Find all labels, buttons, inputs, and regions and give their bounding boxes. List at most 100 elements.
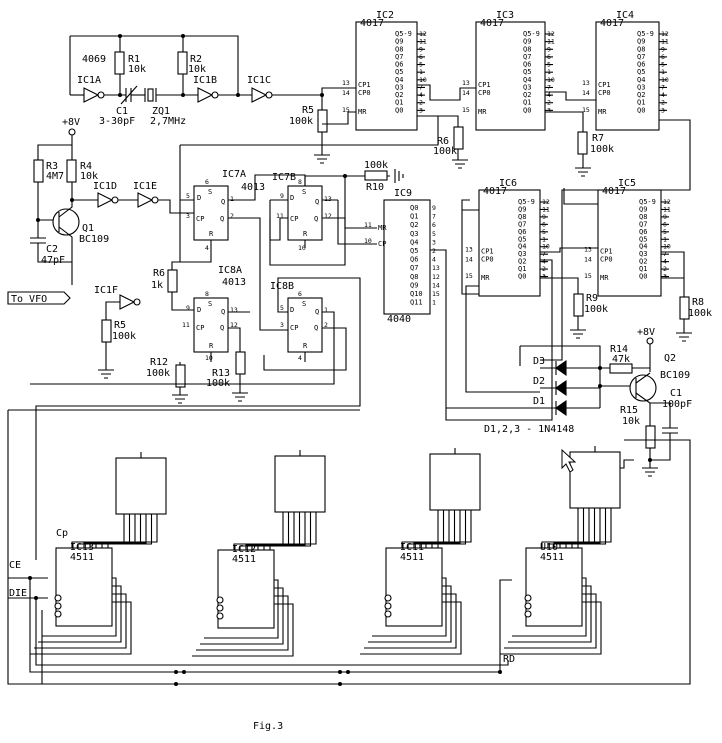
ic8a-cp: CP xyxy=(196,324,204,332)
ic3-pin-q2: Q2 xyxy=(523,91,531,99)
seven-segment-display-2 xyxy=(274,450,326,536)
ic1f-label: IC1F xyxy=(94,285,118,296)
ic8b-s: S xyxy=(302,300,306,308)
ic2-pin-q5-9: Q5-9 xyxy=(395,30,412,38)
ic6-mr: MR xyxy=(481,274,490,282)
ic2-part: 4017 xyxy=(360,18,384,29)
svg-text:10: 10 xyxy=(364,237,372,245)
crystal-zq1 xyxy=(147,88,154,102)
ic7a-part: 4013 xyxy=(241,182,265,193)
ic4-pin-q6: Q6 xyxy=(637,61,645,69)
ic3-pin-q8: Q8 xyxy=(523,45,531,53)
inverter-ic1f xyxy=(119,294,136,310)
ic7a-q: Q xyxy=(221,198,225,206)
r15-label: R15 xyxy=(620,405,638,416)
ic2-pin-q2: Q2 xyxy=(395,91,403,99)
ic5-pin-q8: Q8 xyxy=(639,213,647,221)
ic4-pin-q0: Q0 xyxy=(637,106,645,114)
svg-text:13: 13 xyxy=(230,306,238,314)
svg-text:CP: CP xyxy=(378,240,386,248)
to-vfo-label: To VFO xyxy=(11,294,47,305)
ic6-part: 4017 xyxy=(483,186,507,197)
ic1e-label: IC1E xyxy=(133,181,157,192)
c1-label: C1 xyxy=(116,106,128,117)
ic12-label: IC12 xyxy=(232,544,256,555)
ic7b-q: Q xyxy=(315,198,319,206)
ic3-pin-q6: Q6 xyxy=(523,61,531,69)
ic9-pin-q6: Q6 xyxy=(410,256,418,264)
ce-label: CE xyxy=(9,560,21,571)
ic6-pin-q6: Q6 xyxy=(518,228,526,236)
svg-text:2: 2 xyxy=(230,212,234,220)
c1-value: 3-30pF xyxy=(99,116,135,127)
ic3-pin-q5: Q5 xyxy=(523,68,531,76)
ic9-pinnum: 12 xyxy=(432,273,440,281)
zq1-value: 2,7MHz xyxy=(150,116,186,127)
chip-ic6-body xyxy=(478,189,541,297)
ic8a-r: R xyxy=(209,342,214,350)
inverter-ic1a xyxy=(83,87,100,103)
ic5-label: IC5 xyxy=(618,178,636,189)
flip-flop-section: IC7A 4013 D S CP Q Q R IC7B D S CP Q Q R… xyxy=(30,116,439,560)
ic2-cp1: CP1 xyxy=(358,81,371,89)
ic9-pin-q4: Q4 xyxy=(410,238,418,246)
ic8a-label: IC8A xyxy=(218,265,242,276)
q1-value: BC109 xyxy=(79,234,109,245)
c1-100pf-label: C1 xyxy=(670,388,682,399)
c2-value: 47pF xyxy=(41,255,65,266)
q1-label: Q1 xyxy=(82,223,94,234)
ic2-pin-q0: Q0 xyxy=(395,106,403,114)
ic5-part: 4017 xyxy=(602,186,626,197)
r12-label: R12 xyxy=(150,357,168,368)
ic7a-label: IC7A xyxy=(222,169,246,180)
ic4-n14: 14 xyxy=(582,89,590,97)
ic6-label: IC6 xyxy=(499,178,517,189)
ic9-pinnum: 14 xyxy=(432,281,440,289)
inverter-ic1e xyxy=(137,192,154,208)
resistor-r2 xyxy=(177,51,188,75)
ic2-pin-q6: Q6 xyxy=(395,61,403,69)
ic3-pin-q3: Q3 xyxy=(523,83,531,91)
ic8a-d: D xyxy=(197,306,201,314)
ic2-pin-q8: Q8 xyxy=(395,45,403,53)
r13-label: R13 xyxy=(212,368,230,379)
ic6-n15: 15 xyxy=(465,272,473,280)
ic4-cp0: CP0 xyxy=(598,89,611,97)
resistor-r6-top xyxy=(453,126,464,150)
ic8b-q: Q xyxy=(315,308,319,316)
ic4-pin-q3: Q3 xyxy=(637,83,645,91)
r4-label: R4 xyxy=(80,161,92,172)
d3-label: D3 xyxy=(533,356,545,367)
resistor-r9 xyxy=(573,293,584,317)
r9-value: 100k xyxy=(584,304,608,315)
ic3-pin-q0: Q0 xyxy=(523,106,531,114)
ic6-pin-q3: Q3 xyxy=(518,250,526,258)
inverter-ic1b xyxy=(197,87,214,103)
diode-section: D3 D2 D1 R14 47k +8V Q2 BC109 C1 100pF R… xyxy=(446,327,692,477)
ic3-pin-q4: Q4 xyxy=(523,76,531,84)
svg-text:8: 8 xyxy=(298,178,302,186)
ic12-part: 4511 xyxy=(232,554,256,565)
r7-value: 100k xyxy=(590,144,614,155)
ic5-pin-q0: Q0 xyxy=(639,273,647,281)
resistor-r1 xyxy=(114,51,125,75)
svg-text:4: 4 xyxy=(298,354,302,362)
r12-value: 100k xyxy=(146,368,170,379)
flipflop-ic7a xyxy=(193,185,229,241)
ic2-pin-q5: Q5 xyxy=(395,68,403,76)
ic5-pin-q7: Q7 xyxy=(639,220,647,228)
r6-top-value: 100k xyxy=(433,146,457,157)
ic3-pin-q7: Q7 xyxy=(523,53,531,61)
ic7b-d: D xyxy=(290,194,294,202)
vfo-input-section: +8V R3 4M7 R4 10k Q1 BC109 C2 47pF To VF… xyxy=(7,117,194,379)
r6-top-label: R6 xyxy=(437,136,449,147)
diode-note: D1,2,3 - 1N4148 xyxy=(484,424,574,435)
seven-segment-display-4 xyxy=(569,446,621,532)
ic2-cp0: CP0 xyxy=(358,89,371,97)
ic5-cp0: CP0 xyxy=(600,256,613,264)
r4-value: 10k xyxy=(80,171,98,182)
